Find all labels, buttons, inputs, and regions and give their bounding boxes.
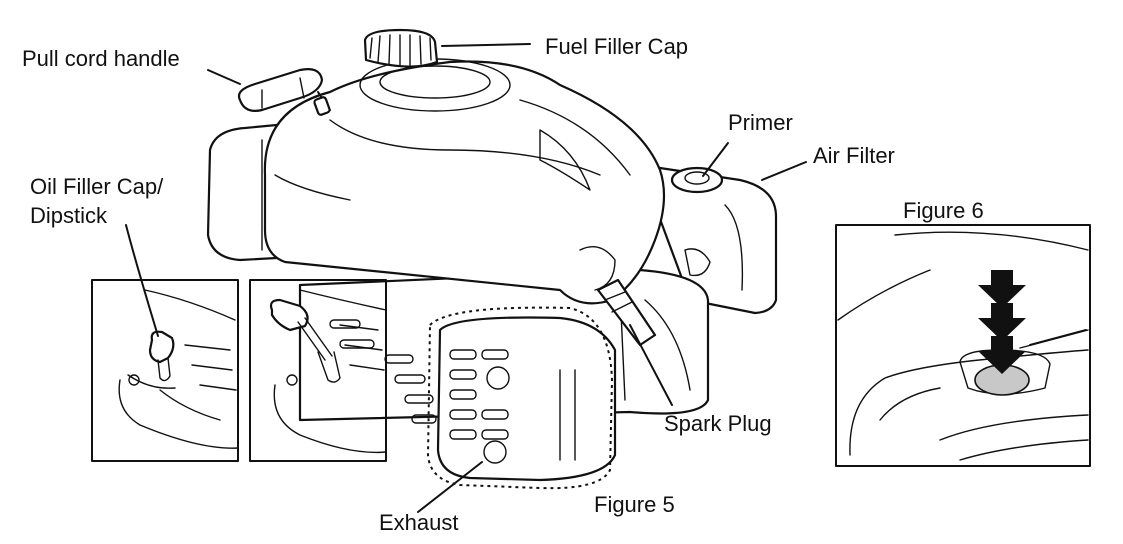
label-figure5: Figure 5 [594,492,675,517]
oil-inset-1 [91,279,239,462]
label-air-filter: Air Filter [813,143,895,168]
label-pull-cord-handle: Pull cord handle [22,46,180,71]
label-fuel-filler-cap: Fuel Filler Cap [545,34,689,59]
label-exhaust: Exhaust [379,510,459,535]
label-oil-filler-cap: Oil Filler Cap/ [30,174,164,199]
press-arrow-icon [978,270,1026,374]
exhaust-muffler [329,306,617,490]
label-spark-plug: Spark Plug [664,411,772,436]
fuel-filler-cap [363,28,439,68]
oil-inset-2 [249,279,387,462]
primer-bulb [670,166,724,194]
label-primer: Primer [728,110,793,135]
pull-cord-handle [237,68,331,116]
label-figure6: Figure 6 [903,198,984,223]
spark-plug [596,278,657,347]
figure6-frame [835,224,1091,467]
leader-lines [125,43,1087,513]
label-dipstick: Dipstick [30,203,108,228]
